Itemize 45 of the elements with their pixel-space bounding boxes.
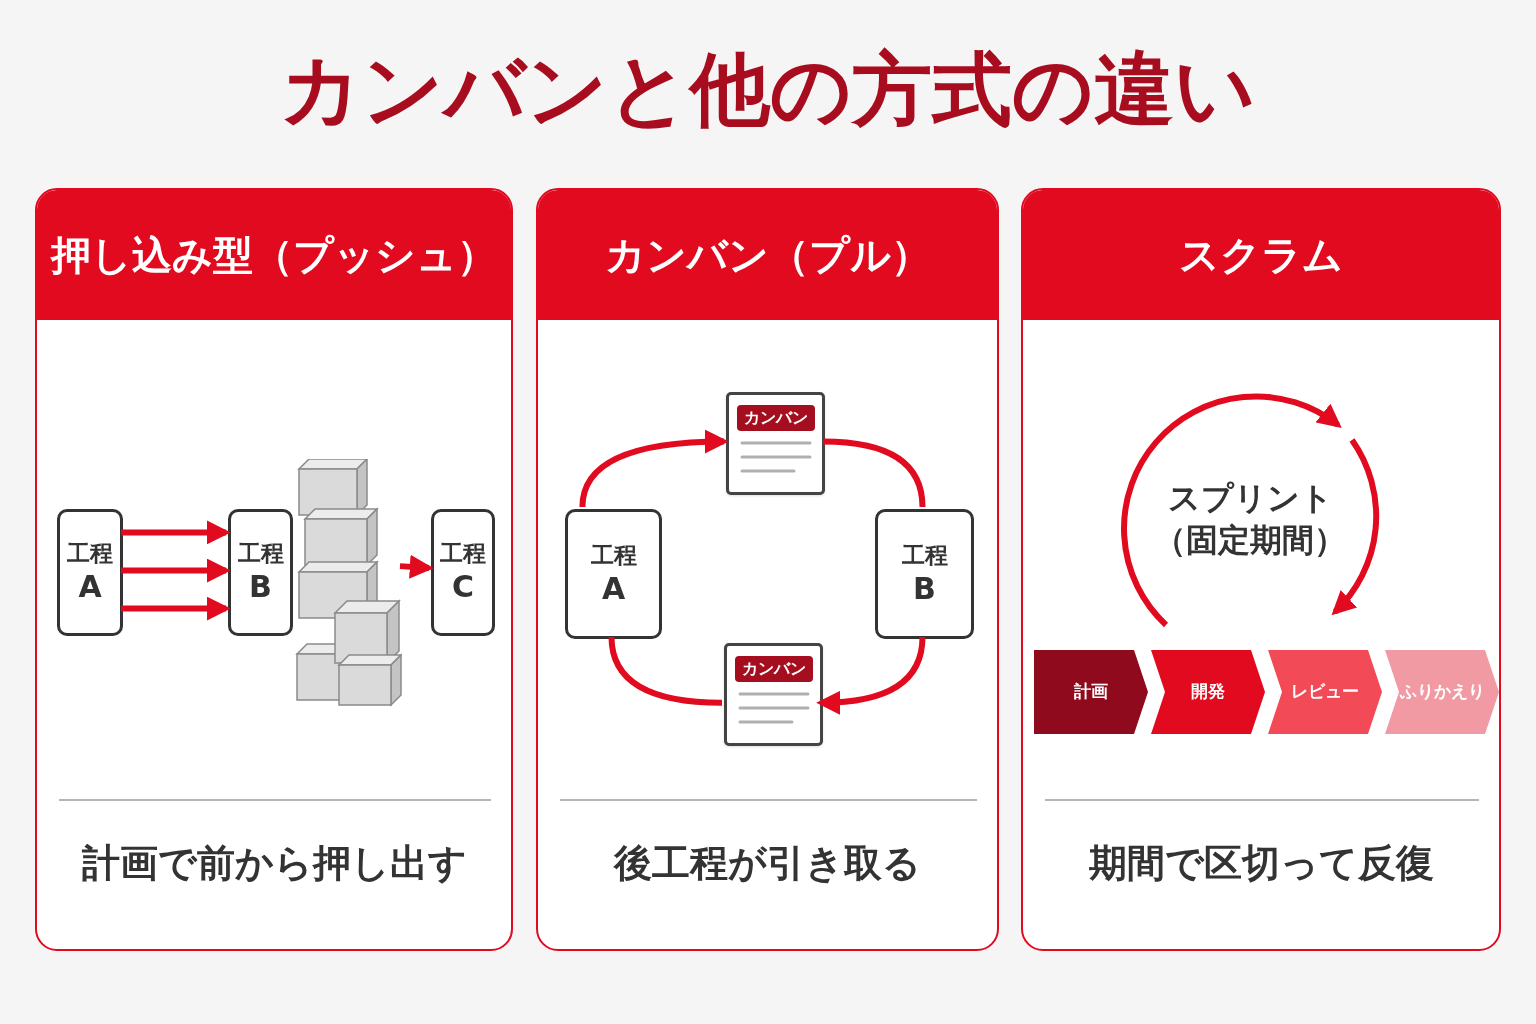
process-letter: C (452, 568, 474, 606)
arrow (399, 554, 434, 579)
phase-label: 計画 (1074, 680, 1108, 704)
panel-title: スクラム (1179, 231, 1343, 280)
process-label: 工程 (440, 539, 486, 569)
process-box (565, 509, 662, 639)
sprint-label: スプリント (1167, 478, 1333, 519)
phase-label: ふりかえり (1399, 680, 1485, 704)
kanban-card (726, 392, 825, 495)
stacked-boxes-drawing (295, 459, 402, 707)
arrow (121, 558, 231, 583)
phase-segment (1268, 650, 1382, 734)
arrow (121, 596, 231, 621)
kanban-card (724, 643, 823, 746)
panel-card (536, 188, 999, 951)
phase-label: 開発 (1191, 680, 1225, 704)
process-label: 工程 (67, 539, 113, 569)
process-letter: B (913, 569, 936, 608)
arrow (816, 636, 926, 715)
panel-title: 押し込み型（プッシュ） (51, 231, 497, 280)
phase-segment (1151, 650, 1265, 734)
process-label: 工程 (901, 540, 948, 570)
panel-card (35, 188, 513, 951)
arrow (121, 520, 231, 545)
phase-label: レビュー (1291, 680, 1359, 704)
process-label: 工程 (590, 540, 637, 570)
panel-summary: 期間で区切って反復 (1088, 840, 1434, 887)
sprint-label: （固定期間） (1154, 519, 1346, 561)
kanban-tag: カンバン (736, 405, 815, 431)
process-box (228, 509, 293, 636)
process-letter: A (601, 569, 626, 608)
process-box (57, 509, 123, 636)
process-label: 工程 (237, 539, 284, 569)
panel-title: カンバン（プル） (604, 231, 931, 280)
process-letter: A (78, 568, 102, 606)
phase-segment (1385, 650, 1499, 734)
process-box (875, 509, 974, 639)
panel-summary: 計画で前から押し出す (81, 840, 467, 887)
kanban-tag: カンバン (734, 656, 813, 682)
phase-segment (1034, 650, 1148, 734)
process-letter: B (249, 568, 272, 606)
process-box (431, 509, 495, 636)
arrow (579, 429, 729, 508)
panel-summary: 後工程が引き取る (614, 840, 921, 887)
panel-card (1021, 188, 1501, 951)
